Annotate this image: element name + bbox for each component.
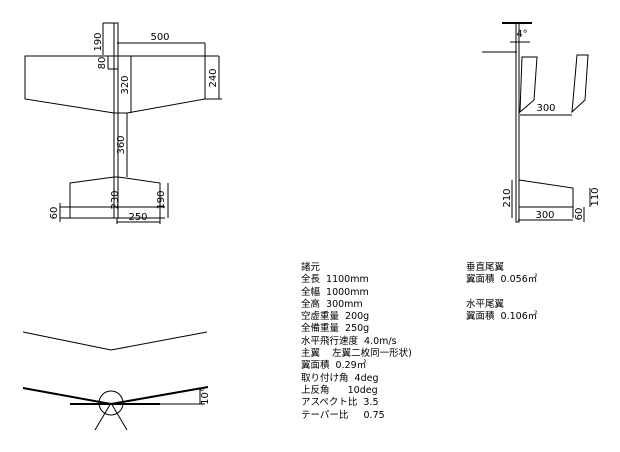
spec-line: 水平飛行速度 4.0m/s [301, 335, 397, 347]
spec-line: 全幅 1000mm [301, 286, 369, 298]
wing-front [22, 386, 209, 406]
spec-line: 主翼 左翼二枚同一形状) [301, 348, 412, 360]
horizontal-tail [69, 176, 161, 218]
propeller-hub [98, 390, 124, 416]
spec-line: アスペクト比 3.5 [301, 397, 379, 409]
tail-specifications: 垂直尾翼 翼面積 0.056㎡ 水平尾翼 翼面積 0.106㎡ [466, 262, 537, 323]
dim-tail-root: 230 [110, 190, 121, 209]
dim-tail-arm: 360 [116, 135, 127, 154]
spec-line: 全長 1100mm [301, 274, 369, 286]
top-view: 190 500 80 320 240 360 230 190 60 250 [24, 22, 222, 224]
dim-wing-offset: 80 [97, 57, 108, 70]
spec-line: 空虚重量 200g [301, 311, 370, 323]
wing-plan-dihedral [22, 331, 208, 351]
vertical-tail-title: 垂直尾翼 [466, 262, 505, 273]
dim-fin-gap: 300 [536, 103, 555, 114]
dim-tail-tip: 190 [156, 190, 167, 209]
dim-tail-offset: 60 [49, 207, 60, 220]
main-wing [24, 55, 219, 114]
right-fin [571, 54, 589, 114]
dim-nose: 190 [93, 32, 104, 51]
horizontal-tail-title: 水平尾翼 [466, 298, 505, 310]
dim-fin-offset: 60 [574, 208, 585, 221]
dim-fin-height: 210 [502, 188, 513, 207]
side-view: 4° 300 210 110 60 300 [482, 22, 601, 223]
spec-line: 全高 300mm [301, 298, 363, 310]
vertical-tail-area: 翼面積 0.056㎡ [466, 274, 538, 286]
spec-line: テーパー比 0.75 [301, 409, 385, 421]
dim-incidence: 4° [516, 29, 527, 40]
horizontal-tail-side [518, 179, 574, 218]
spec-line: 翼面積 0.29㎡ [301, 360, 367, 372]
dim-fin-chord: 300 [535, 210, 554, 221]
spec-line: 諸元 [301, 262, 321, 273]
dim-root-chord: 320 [120, 75, 131, 94]
dim-wing-half-span: 500 [150, 32, 169, 43]
horizontal-tail-area: 翼面積 0.106㎡ [466, 310, 538, 322]
spec-line: 全備重量 250g [301, 323, 370, 335]
fuselage [113, 22, 119, 219]
dim-dihedral: 10° [200, 387, 211, 405]
spec-line: 上反角 10deg [301, 384, 378, 396]
spec-line: 取り付け角 4deg [301, 372, 379, 384]
left-fin [519, 56, 538, 114]
front-view: 10° [22, 331, 211, 431]
specifications: 諸元 全長 1100mm 全幅 1000mm 全高 300mm 空虚重量 200… [301, 262, 412, 422]
dim-tip-chord: 240 [208, 68, 219, 87]
dim-tail-half-span: 250 [128, 212, 147, 223]
fuselage-side [515, 22, 520, 223]
dim-fin-tip: 110 [590, 187, 601, 206]
